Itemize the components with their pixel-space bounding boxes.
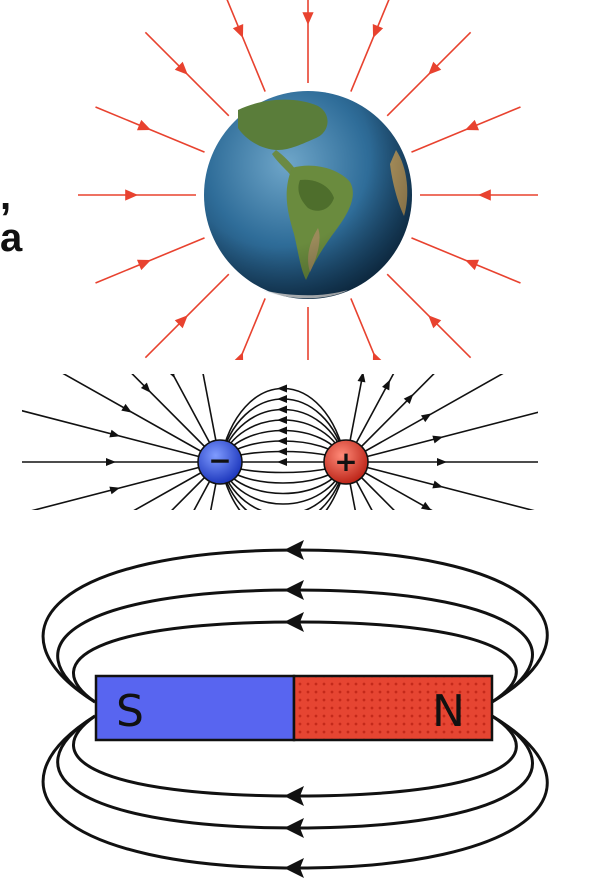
gravity-arrowhead	[372, 23, 384, 38]
electric-field-arrowhead	[197, 360, 205, 370]
electric-field-arrowhead	[277, 405, 287, 414]
positive-charge-symbol: +	[334, 445, 357, 478]
magnet-north-pole	[292, 674, 494, 742]
electric-field-arrowhead	[437, 458, 447, 466]
bar-magnet-diagram: S N	[41, 540, 549, 878]
electric-field-line	[345, 461, 535, 510]
electric-field-line	[345, 461, 433, 510]
electric-field-arrowhead	[140, 382, 151, 393]
electric-field-line	[345, 461, 395, 510]
earth-globe-icon	[204, 91, 412, 299]
negative-charge-symbol: −	[208, 444, 231, 477]
electric-field-arrowhead	[121, 511, 132, 520]
electric-field-line	[219, 461, 347, 510]
electric-field-line	[345, 461, 373, 510]
gravity-field-diagram	[78, 0, 538, 360]
electric-field-line	[202, 374, 221, 463]
electric-field-line	[345, 374, 504, 463]
gravity-field-line	[350, 298, 378, 360]
gravity-arrowhead	[234, 352, 244, 360]
electric-dipole-diagram: − +	[22, 360, 538, 520]
gravity-arrowhead	[465, 259, 480, 271]
gravity-field-line	[350, 0, 390, 92]
electric-field-lines	[22, 360, 538, 520]
clipped-text-a: a	[0, 216, 23, 260]
electric-field-line	[345, 374, 364, 463]
gravity-arrowhead	[125, 189, 138, 201]
gravity-arrowhead	[232, 23, 244, 38]
electric-field-arrowhead	[277, 384, 287, 393]
electric-field-arrowhead	[277, 395, 287, 403]
electric-field-line	[345, 411, 538, 463]
electric-field-line	[345, 374, 435, 463]
field-direction-arrows	[284, 540, 304, 878]
gravity-arrowhead	[465, 119, 480, 131]
electric-field-arrowhead	[420, 413, 432, 423]
electric-field-arrowhead	[357, 374, 366, 383]
gravity-arrowhead	[372, 352, 382, 360]
electric-field-arrowhead	[106, 458, 116, 466]
gravity-field-lines	[78, 0, 538, 360]
electric-field-arrowhead	[121, 403, 132, 413]
electric-field-line	[219, 461, 347, 510]
gravity-field-line	[226, 0, 266, 92]
positive-charge: +	[323, 439, 369, 485]
electric-field-line	[171, 461, 221, 510]
electric-field-arrowhead	[169, 374, 175, 379]
electric-field-arrowhead	[432, 480, 444, 489]
gravity-arrowhead	[478, 189, 491, 201]
gravity-arrowhead	[174, 315, 188, 329]
electric-field-arrowhead	[420, 501, 432, 510]
electric-field-arrowhead	[403, 393, 414, 404]
electric-field-arrowhead	[277, 437, 287, 445]
clipped-text-comma: ,	[0, 174, 12, 218]
electric-field-line	[171, 374, 221, 463]
electric-field-arrowhead	[432, 435, 444, 444]
electric-field-line	[219, 461, 347, 510]
gravity-arrowhead	[302, 12, 314, 25]
electric-field-arrowhead	[382, 379, 391, 391]
gravity-arrowhead	[428, 315, 442, 329]
negative-charge: −	[197, 439, 243, 485]
electric-field-arrowhead	[277, 416, 287, 424]
south-pole-label: S	[116, 686, 144, 737]
bar-magnet: S N	[94, 674, 494, 742]
north-pole-label: N	[432, 686, 465, 737]
electric-field-line	[133, 461, 221, 510]
electric-field-line	[345, 374, 395, 463]
electric-field-arrowhead	[109, 429, 121, 438]
electric-field-arrowhead	[109, 486, 121, 495]
electric-field-arrowhead	[277, 447, 287, 456]
gravity-arrowhead	[174, 61, 188, 75]
magnet-south-pole	[94, 674, 296, 742]
electric-field-arrowhead	[277, 458, 287, 466]
gravity-field-line	[238, 298, 266, 360]
electric-field-line	[209, 461, 221, 510]
gravity-arrowhead	[428, 61, 442, 75]
gravity-arrowhead	[136, 119, 151, 131]
electric-field-line	[193, 461, 221, 510]
electric-field-arrowhead	[277, 426, 287, 435]
gravity-arrowhead	[136, 259, 151, 271]
electric-field-line	[131, 374, 221, 463]
electric-field-line	[345, 461, 357, 510]
